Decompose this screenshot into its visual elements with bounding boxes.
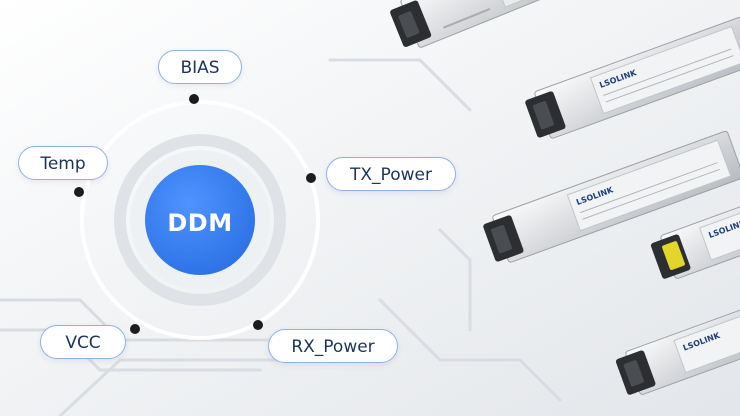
sfp-module — [390, 0, 651, 48]
temp-dot — [74, 187, 84, 197]
tx-power-label: TX_Power — [326, 157, 456, 191]
rx-power-dot — [253, 320, 263, 330]
orbit-rings — [80, 100, 320, 340]
sfp-module: LSOLINK — [525, 17, 740, 139]
sfp-module: LSOLINK — [615, 297, 740, 395]
rx-power-label: RX_Power — [268, 329, 398, 363]
sfp-module: LSOLINK — [650, 181, 740, 279]
vcc-dot — [130, 324, 140, 334]
sfp-module: LSOLINK — [483, 130, 740, 263]
sfp-modules: LSOLINK LSOLINK LSOLINK L — [390, 0, 740, 395]
bias-dot — [189, 94, 199, 104]
ddm-center-label: DDM — [167, 209, 233, 237]
connection-dots — [74, 94, 316, 334]
vcc-label: VCC — [40, 325, 126, 359]
bias-label: BIAS — [158, 50, 242, 84]
ddm-center-circle — [145, 165, 255, 275]
tx-power-dot — [306, 173, 316, 183]
temp-label: Temp — [18, 146, 108, 180]
